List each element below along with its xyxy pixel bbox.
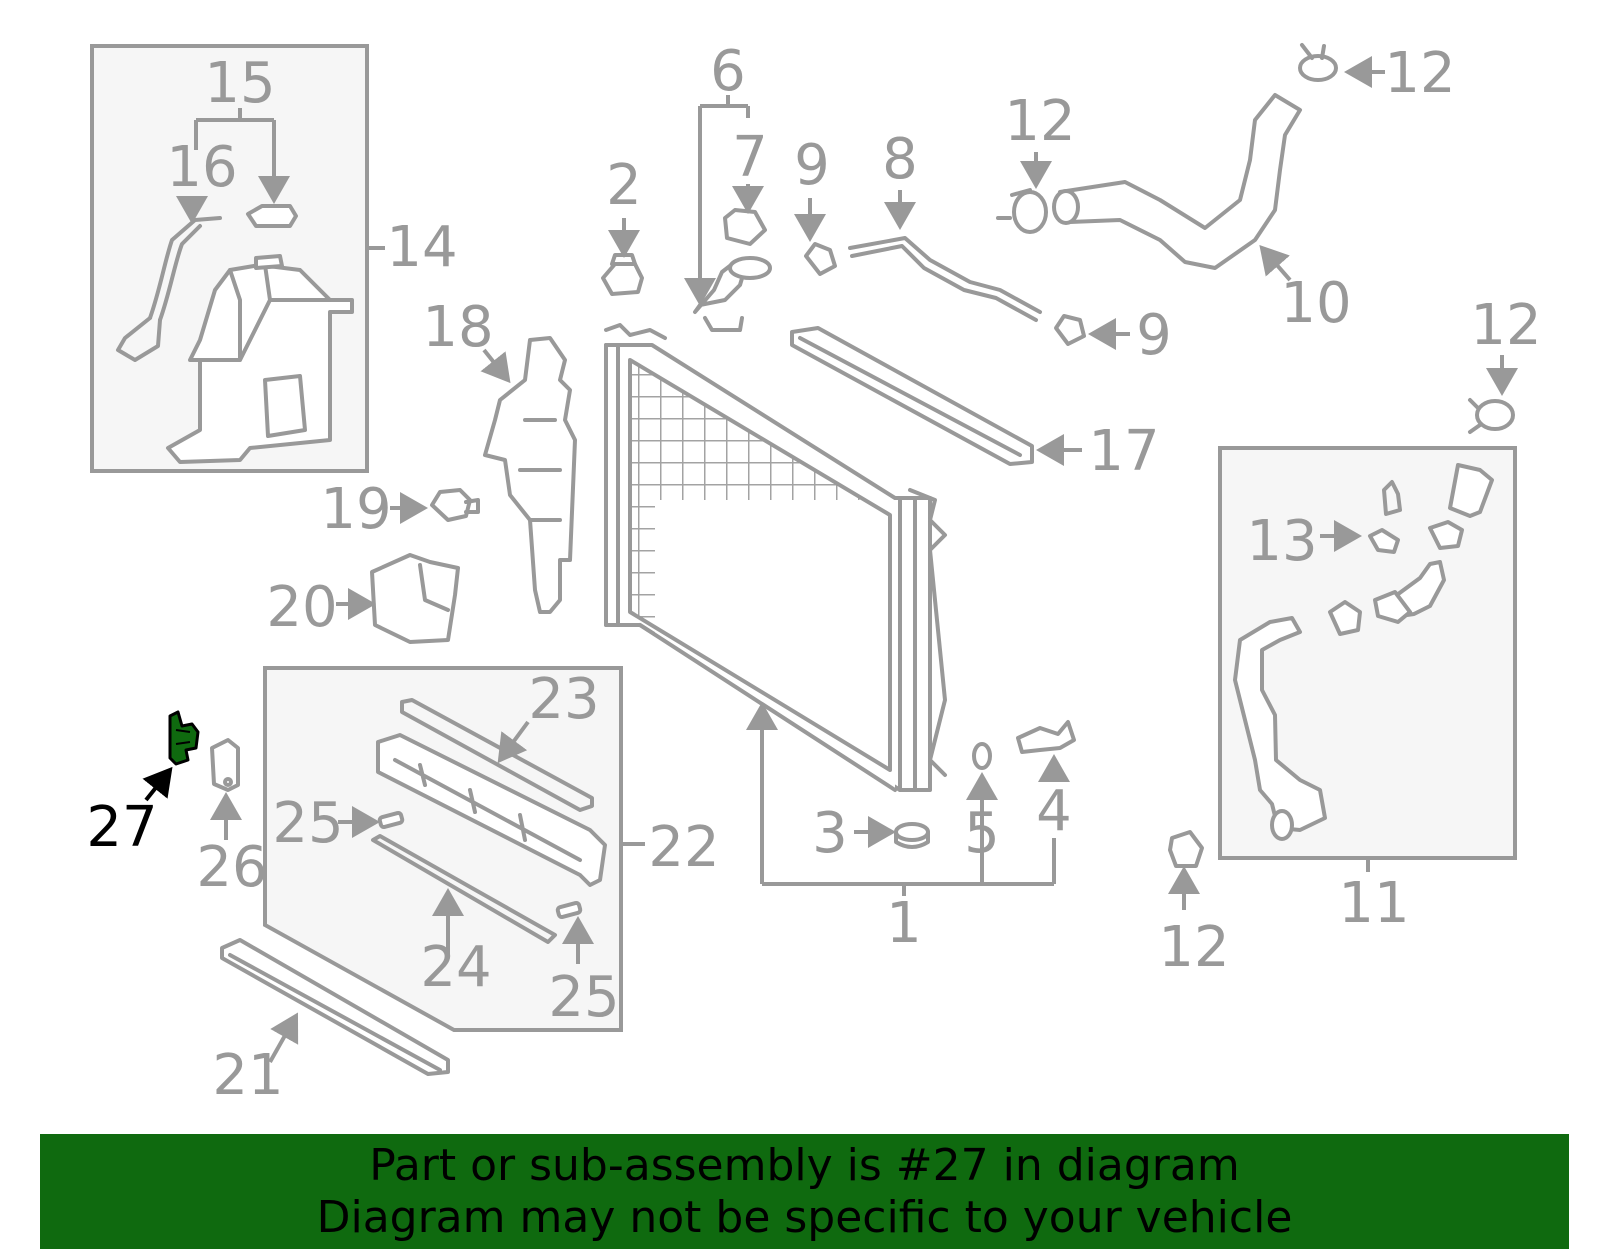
callout-labels: 1 2 3 4 5 6 7 8 9 9 10 11 12 12 12 12 13… [86, 39, 1541, 1108]
mount-cushion-3 [894, 822, 930, 849]
callout-18: 18 [422, 295, 493, 360]
callout-12-bottom: 12 [1158, 915, 1229, 980]
air-guide-20 [370, 553, 460, 644]
callout-11: 11 [1338, 871, 1409, 936]
clamp-9-upper [804, 242, 837, 276]
callout-5: 5 [964, 801, 1000, 866]
callout-15: 15 [204, 51, 275, 116]
callout-16: 16 [166, 135, 237, 200]
callout-17: 17 [1088, 419, 1159, 484]
callout-14: 14 [386, 215, 457, 280]
callout-25-upper: 25 [272, 791, 343, 856]
callout-12-top-right: 12 [1384, 41, 1455, 106]
callout-23: 23 [528, 667, 599, 732]
lower-hose-group [1233, 463, 1494, 841]
clamp-12-bottom [1168, 830, 1204, 868]
clamp-12-top-right [1298, 43, 1338, 82]
callout-7: 7 [732, 125, 768, 190]
drain-cock-4 [1016, 720, 1076, 754]
callout-26: 26 [196, 835, 267, 900]
callout-3: 3 [812, 801, 848, 866]
filler-neck [693, 208, 772, 332]
callout-1: 1 [886, 891, 922, 956]
callout-27: 27 [86, 795, 157, 860]
part-27-highlighted [168, 710, 200, 766]
shutter-assembly [371, 698, 607, 944]
callout-20: 20 [266, 575, 337, 640]
parts-diagram: 1 2 3 4 5 6 7 8 9 9 10 11 12 12 12 12 13… [86, 39, 1541, 1108]
banner-line-1: Part or sub-assembly is #27 in diagram [369, 1139, 1240, 1191]
callout-8: 8 [882, 127, 918, 192]
callout-2: 2 [606, 153, 642, 218]
leader-lines [142, 56, 1518, 1063]
callout-12-upper-hose: 12 [1004, 89, 1075, 154]
banner-line-2: Diagram may not be specific to your vehi… [316, 1191, 1293, 1243]
lower-seal-21 [220, 938, 450, 1076]
clip-19 [430, 488, 480, 522]
clamp-9-lower [1054, 314, 1086, 346]
callout-9-lower: 9 [1136, 303, 1172, 368]
callout-24: 24 [420, 935, 491, 1000]
radiator [604, 323, 947, 792]
air-guide-seal [483, 336, 577, 614]
clamp-12-upper-hose [996, 188, 1048, 234]
shutter-group-box [263, 666, 623, 1032]
clamp-12-right [1468, 398, 1515, 434]
gasket-5 [972, 742, 992, 770]
info-banner: Part or sub-assembly is #27 in diagram D… [40, 1134, 1569, 1249]
bypass-hose [848, 236, 1042, 322]
callout-19: 19 [320, 477, 391, 542]
callout-4: 4 [1036, 779, 1072, 844]
callout-12-right: 12 [1470, 293, 1541, 358]
callout-9-upper: 9 [794, 133, 830, 198]
radiator-cap [601, 253, 644, 296]
callout-10: 10 [1280, 271, 1351, 336]
callout-13: 13 [1246, 509, 1317, 574]
callout-22: 22 [648, 815, 719, 880]
part-26 [210, 738, 240, 792]
callout-21: 21 [212, 1043, 283, 1108]
callout-25-lower: 25 [548, 965, 619, 1030]
upper-support [790, 326, 1034, 466]
callout-6: 6 [710, 39, 746, 104]
upper-hose [1052, 93, 1302, 270]
